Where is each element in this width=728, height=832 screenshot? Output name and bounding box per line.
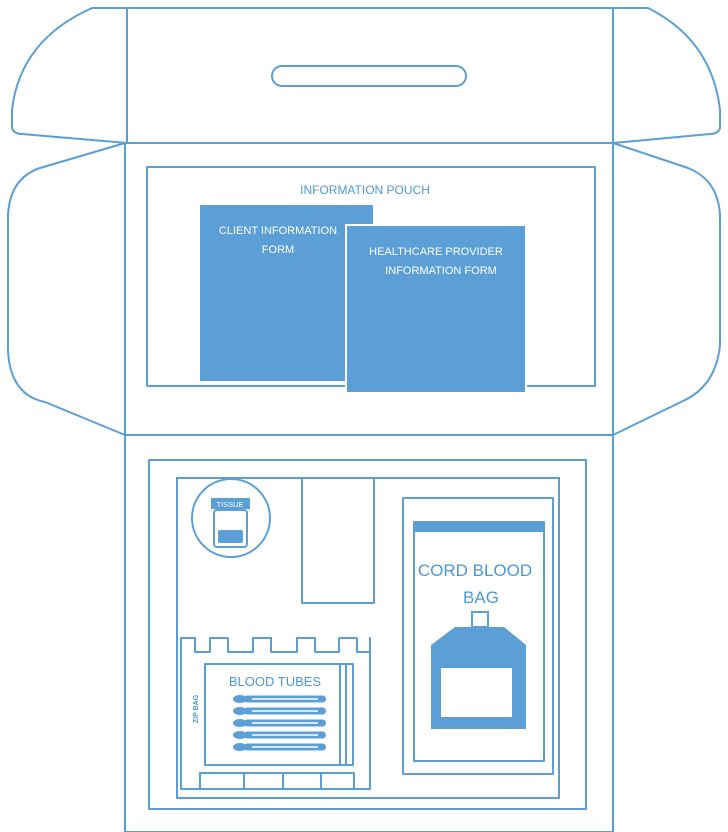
provider-form-label-line2: INFORMATION FORM (385, 265, 497, 277)
tissue-label: TISSUE (216, 500, 243, 509)
middle-right-flap (613, 143, 720, 435)
provider-form-label-line1: HEALTHCARE PROVIDER (369, 246, 503, 258)
blood-tubes-label: BLOOD TUBES (229, 674, 322, 689)
client-form-label-line2: FORM (262, 244, 294, 256)
blood-tube-icon (233, 707, 326, 715)
cord-blood-label-line1: CORD BLOOD (418, 561, 532, 580)
blood-bag-icon (414, 522, 544, 729)
blood-tube-icon (233, 695, 326, 703)
lid-right-flap (613, 8, 720, 143)
lid-panel (127, 8, 613, 143)
zip-bag-label: ZIP BAG (193, 694, 200, 723)
zip-bag-bottom-tabs (200, 773, 354, 789)
client-form-label-line1: CLIENT INFORMATION (219, 225, 337, 237)
blood-tube-icon (233, 731, 326, 739)
blood-tubes-group (233, 695, 326, 751)
handle-slot-icon (272, 66, 466, 86)
tissue-circle (192, 479, 270, 557)
blood-tube-icon (233, 719, 326, 727)
lid-left-flap (12, 8, 127, 143)
middle-left-flap (8, 143, 125, 435)
empty-slot (302, 478, 374, 603)
cord-blood-label-line2: BAG (463, 588, 499, 607)
blood-tube-icon (233, 743, 326, 751)
information-pouch-title: INFORMATION POUCH (300, 183, 430, 197)
